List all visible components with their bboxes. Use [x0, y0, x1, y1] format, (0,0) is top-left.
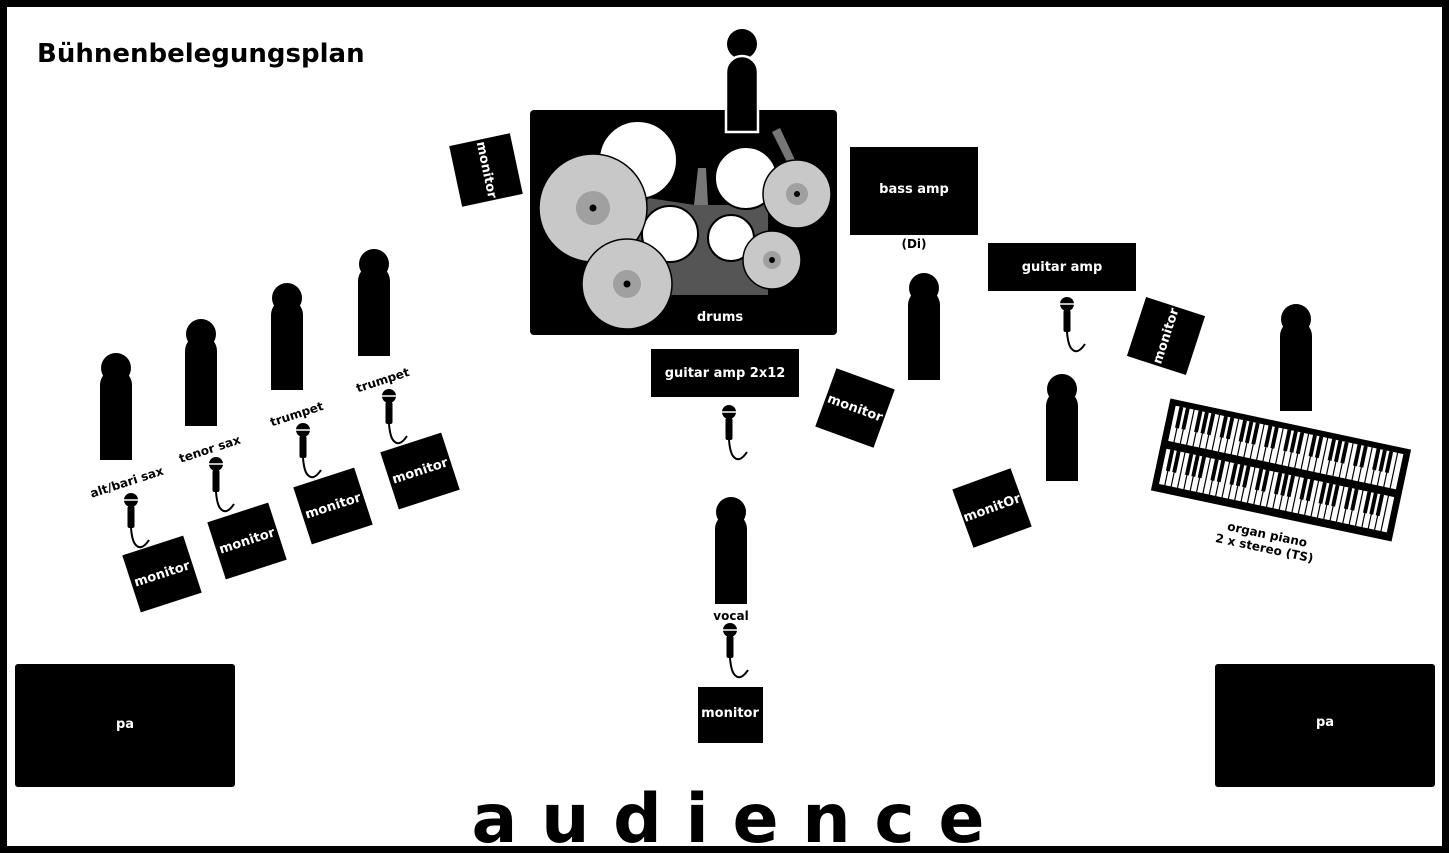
trumpet-monitor: monitor — [380, 432, 460, 510]
trumpet-player-person-icon — [358, 249, 390, 356]
cymbal-stand — [694, 168, 708, 205]
tenor-sax-player-person-icon — [185, 319, 217, 426]
vocal-monitor — [698, 687, 763, 743]
drums-monitor: monitor — [449, 133, 523, 207]
vocal-microphone-icon — [722, 622, 749, 679]
guitar-amp-2x12 — [651, 349, 799, 397]
tenor-sax-microphone-icon — [208, 456, 235, 513]
bass-di-label: (Di) — [901, 237, 926, 251]
sax-microphone-icon — [123, 492, 150, 549]
organ-piano-keyboard-icon: organ piano 2 x stereo (TS) — [1150, 398, 1412, 565]
trumpet-monitor: monitor — [293, 467, 373, 545]
trumpet-microphone-icon — [381, 388, 408, 445]
guitar-amp-2x12-microphone-icon — [721, 404, 748, 461]
monitor-label: monitor — [701, 706, 759, 721]
guitar-amp-label: guitar amp — [1022, 260, 1103, 275]
trumpet-label: trumpet — [268, 399, 325, 429]
pa-speaker-right — [1215, 664, 1435, 787]
guitarist-person-icon — [1046, 374, 1078, 481]
keyboardist-person-icon — [1280, 304, 1312, 411]
cymbal-stand — [772, 128, 795, 164]
drum-kit: drums — [530, 110, 837, 335]
drummer-person-icon — [724, 29, 760, 134]
drums-label: drums — [697, 310, 744, 325]
bass-amp — [850, 147, 978, 235]
tenor-sax-monitor: monitor — [207, 502, 287, 580]
guitar-amp-2x12-label: guitar amp 2x12 — [665, 366, 786, 381]
sax-monitor: monitor — [122, 535, 202, 613]
pa-label: pa — [116, 717, 134, 732]
bass-monitor: monitor — [815, 368, 895, 448]
audience-label: a u d i e n c e — [472, 780, 985, 853]
trumpet-player-person-icon — [271, 283, 303, 390]
trumpet-label: trumpet — [354, 365, 411, 395]
bass-amp-label: bass amp — [879, 182, 949, 197]
guitar-amp — [988, 243, 1136, 291]
vocal-label: vocal — [713, 609, 748, 623]
trumpet-microphone-icon — [295, 422, 322, 479]
guitar-monitor: monitOr — [952, 468, 1032, 548]
page-title: Bühnenbelegungsplan — [37, 39, 365, 69]
vocalist-person-icon — [715, 497, 747, 604]
sax-player-person-icon — [100, 353, 132, 460]
bassist-person-icon — [908, 273, 940, 380]
guitar-amp-microphone-icon — [1059, 296, 1086, 353]
pa-speaker-left — [15, 664, 235, 787]
keys-monitor: monitor — [1126, 296, 1206, 376]
pa-label: pa — [1316, 715, 1334, 730]
tom-drum-icon — [641, 205, 699, 263]
